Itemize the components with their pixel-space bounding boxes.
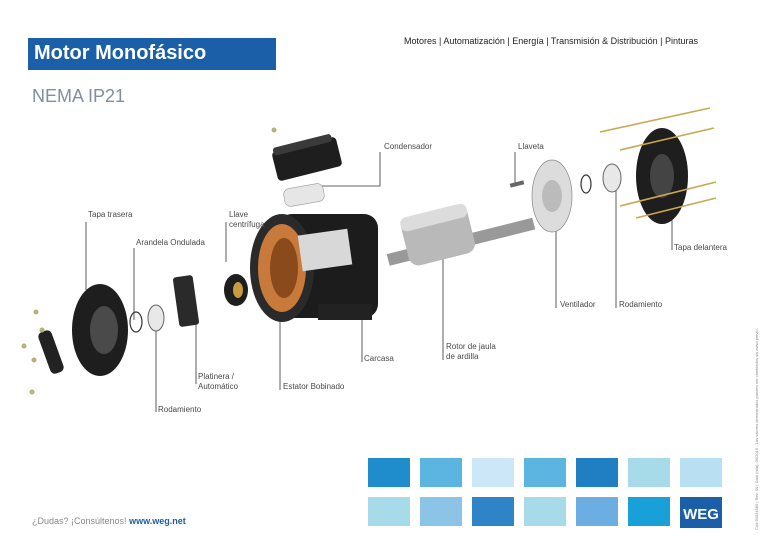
swatch	[680, 458, 722, 487]
label-rotor-line2: de ardilla	[446, 352, 479, 361]
fan-illustration	[531, 159, 573, 233]
rear-endshield-illustration	[38, 284, 128, 376]
label-platinera-line1: Platinera /	[198, 372, 235, 381]
label-carcasa: Carcasa	[364, 354, 394, 363]
frame-illustration	[250, 214, 378, 322]
label-condensador: Condensador	[384, 142, 433, 151]
swatch	[420, 458, 462, 487]
label-rodamiento-trasero: Rodamiento	[158, 405, 202, 414]
swatch	[420, 497, 462, 526]
title-band: Motor Monofásico	[28, 38, 276, 70]
label-rotor-line1: Rotor de jaula	[446, 342, 496, 351]
label-llaveta: Llaveta	[518, 142, 544, 151]
wave-washer-illustration	[129, 311, 143, 333]
capacitor-illustration	[283, 183, 325, 207]
rotor-illustration	[386, 203, 536, 266]
screws-illustration	[21, 127, 277, 395]
front-endshield-illustration	[599, 107, 717, 224]
swatch	[472, 497, 514, 526]
swatch	[576, 497, 618, 526]
label-arandela-ondulada: Arandela Ondulada	[136, 238, 205, 247]
top-navigation-text: Motores | Automatización | Energía | Tra…	[404, 36, 698, 46]
swatch	[368, 458, 410, 487]
swatch	[472, 458, 514, 487]
page-title: Motor Monofásico	[34, 42, 207, 64]
label-tapa-trasera: Tapa trasera	[88, 210, 133, 219]
svg-text:WEG: WEG	[683, 506, 719, 523]
capacitor-box-illustration	[272, 134, 342, 181]
label-platinera-line2: Automático	[198, 382, 239, 391]
swatch	[628, 497, 670, 526]
key-illustration	[509, 180, 525, 188]
footer-link[interactable]: www.weg.net	[129, 516, 186, 526]
label-estator-bobinado: Estator Bobinado	[283, 382, 345, 391]
page-subtitle: NEMA IP21	[32, 86, 126, 106]
swatch	[524, 458, 566, 487]
rear-bearing-illustration	[147, 304, 165, 332]
label-llave-centrifuga-line1: Llave	[229, 210, 249, 219]
swatch	[524, 497, 566, 526]
centrifugal-switch-illustration	[224, 274, 248, 306]
weg-logo: WEG	[680, 497, 722, 528]
front-bearing-illustration	[580, 163, 622, 194]
label-ventilador: Ventilador	[560, 300, 596, 309]
swatch	[628, 458, 670, 487]
swatch	[576, 458, 618, 487]
swatch	[368, 497, 410, 526]
label-llave-centrifuga-line2: centrífuga	[229, 220, 265, 229]
terminal-plate-illustration	[173, 275, 199, 327]
footer-contact: ¿Dudas? ¡Consúltenos! www.weg.net	[32, 516, 186, 526]
label-tapa-delantera: Tapa delantera	[674, 243, 727, 252]
footer-question: ¿Dudas? ¡Consúltenos!	[32, 516, 130, 526]
label-rodamiento-delantero: Rodamiento	[619, 300, 663, 309]
copyright-note: Cód 50034580 | Rev: 00 | Data (m/a): 06/…	[754, 328, 759, 530]
